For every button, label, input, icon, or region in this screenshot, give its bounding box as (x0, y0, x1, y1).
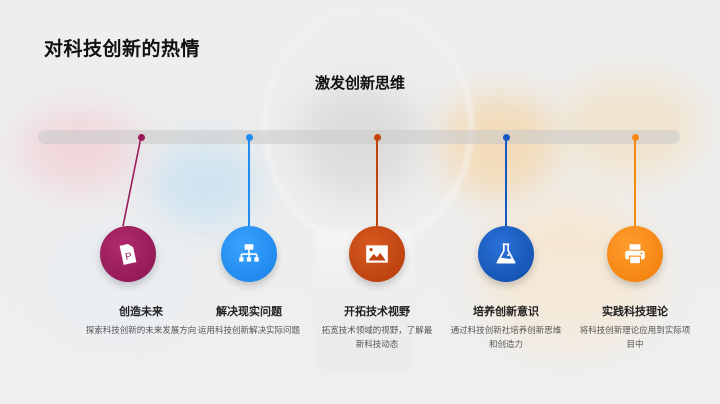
connector-line (376, 137, 378, 226)
flask-icon (496, 243, 516, 264)
item-label: 解决现实问题 (216, 305, 282, 318)
circle-badge: P (100, 226, 156, 282)
circle-badge (221, 226, 277, 282)
circle-badge (478, 226, 534, 282)
timeline-track (38, 130, 680, 144)
item-description: 拓宽技术领域的视野，了解最新科技动态 (321, 326, 433, 350)
item-label: 培养创新意识 (473, 305, 539, 318)
powerpoint-file-icon: P (119, 244, 137, 265)
slide-subtitle: 激发创新思维 (314, 74, 405, 92)
connector-line (122, 136, 142, 227)
item-label: 实践科技理论 (602, 305, 668, 318)
item-label: 开拓技术视野 (344, 305, 410, 318)
connector-line (505, 137, 507, 226)
sitemap-icon (239, 244, 259, 262)
item-description: 将科技创新理论应用到实际项目中 (579, 326, 691, 350)
circle-badge (607, 226, 663, 282)
slide-title: 对科技创新的热情 (44, 38, 201, 60)
item-description: 通过科技创新社培养创新思维和创造力 (450, 326, 562, 350)
item-label: 创造未来 (119, 305, 163, 318)
image-icon (366, 245, 388, 263)
item-description: 探索科技创新的未来发展方向 (85, 326, 197, 336)
connector-line (634, 137, 636, 226)
svg-text:P: P (124, 251, 133, 263)
item-description: 运用科技创新解决实际问题 (197, 326, 300, 336)
printer-icon (625, 244, 645, 265)
circle-badge (349, 226, 405, 282)
connector-line (248, 137, 250, 226)
